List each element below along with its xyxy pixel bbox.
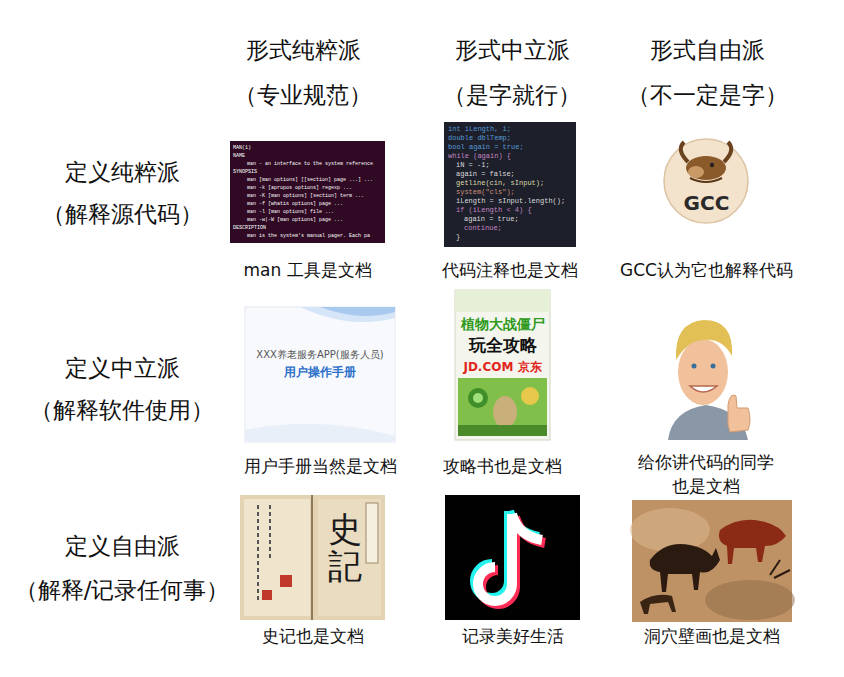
column-header: （是字就行） [443, 80, 581, 110]
tiktok-logo [445, 495, 580, 620]
printed-line: man -k [apropos options] regexp ... [247, 184, 352, 192]
picture-cell: int iLength, i;double dblTemp;bool again… [440, 122, 580, 282]
printed-line: } [456, 233, 460, 242]
printed-line: man [man options] [[section] page ...] .… [247, 176, 373, 184]
cell-caption: GCC认为它也解释代码 [620, 258, 793, 282]
printed-line: again = true; [464, 215, 519, 224]
printed-line: NAME [233, 152, 245, 160]
printed-line: iN = -1; [456, 161, 490, 170]
cell-caption: 记录美好生活 [462, 624, 564, 648]
picture-frame [632, 500, 792, 622]
picture-text: 用户操作手册 [245, 365, 395, 379]
picture-frame: XXX养老服务APP(服务人员) 用户操作手册 [245, 307, 395, 442]
code-screen [444, 122, 576, 247]
row-header: （解释软件使用） [30, 395, 214, 425]
printed-line: system("cls"); [456, 188, 515, 197]
picture-frame [660, 302, 752, 440]
picture-cell: 记录美好生活 [443, 495, 582, 648]
printed-line: getline(cin, sInput); [456, 179, 544, 188]
printed-line: continue; [464, 224, 502, 233]
terminal-screen [230, 141, 385, 243]
printed-line: man -w|-W [man options] page ... [247, 216, 343, 224]
manual-cover [245, 307, 395, 442]
printed-line: man - an interface to the system referen… [247, 160, 373, 168]
picture-cell: 史記史记也是文档 [238, 495, 387, 648]
row-header: 定义自由派 [65, 531, 180, 561]
cell-caption: 史记也是文档 [262, 624, 364, 648]
picture-frame: 植物大战僵尸玩全攻略 JD.COM 京东 [455, 290, 550, 440]
printed-line: man -K [man options] [section] term ... [247, 192, 364, 200]
printed-line: bool again = true; [448, 143, 524, 152]
picture-cell: GCC GCC认为它也解释代码 [618, 134, 795, 282]
printed-line: int iLength, i; [448, 125, 511, 134]
picture-text: 史記 [328, 511, 362, 586]
column-header: 形式纯粹派 [246, 35, 361, 65]
picture-cell: 给你讲代码的同学 也是文档 [629, 302, 783, 498]
column-header: 形式中立派 [455, 35, 570, 65]
row-header: 定义纯粹派 [65, 157, 180, 187]
cell-caption: 代码注释也是文档 [442, 258, 578, 282]
row-header: 定义中立派 [65, 353, 180, 383]
picture-frame [445, 495, 580, 620]
row-header: （解释/记录任何事） [15, 575, 230, 605]
smiling-person-photo [660, 302, 752, 440]
printed-line: while (again) { [448, 152, 511, 161]
column-header: （专业规范） [234, 80, 372, 110]
row-header: （解释源代码） [42, 199, 203, 229]
cave-painting [630, 500, 795, 622]
picture-text: 玩全攻略 [455, 335, 550, 355]
picture-text: XXX养老服务APP(服务人员) [245, 349, 395, 361]
column-header: （不一定是字） [627, 80, 788, 110]
picture-text: JD.COM 京东 [455, 360, 550, 374]
printed-line: DESCRIPTION [233, 224, 266, 232]
picture-frame: GCC [665, 134, 748, 228]
cell-caption: 用户手册当然是文档 [244, 454, 397, 478]
printed-line: SYNOPSIS [233, 168, 257, 176]
printed-line: man -f [whatis options] page ... [247, 200, 343, 208]
cell-caption: 给你讲代码的同学 也是文档 [631, 450, 781, 498]
printed-line: iLength = sInput.length(); [456, 197, 565, 206]
printed-line: man is the system's manual pager. Each p… [247, 232, 370, 240]
cell-caption: 洞穴壁画也是文档 [644, 624, 780, 648]
picture-cell: 洞穴壁画也是文档 [630, 500, 794, 648]
book-cover [455, 290, 550, 440]
shiji-book [240, 495, 385, 620]
cell-caption: 攻略书也是文档 [443, 454, 562, 478]
picture-frame: MAN(1)NAMEman - an interface to the syst… [230, 141, 385, 243]
cell-caption: man 工具是文档 [243, 258, 371, 282]
picture-cell: XXX养老服务APP(服务人员) 用户操作手册用户手册当然是文档 [242, 307, 399, 478]
picture-text: 植物大战僵尸 [455, 316, 550, 333]
picture-cell: MAN(1)NAMEman - an interface to the syst… [228, 141, 387, 282]
printed-line: MAN(1) [233, 144, 251, 152]
printed-line: again = false; [456, 170, 515, 179]
picture-cell: 植物大战僵尸玩全攻略 JD.COM 京东攻略书也是文档 [441, 290, 564, 478]
printed-line: if (iLength < 4) { [456, 206, 532, 215]
printed-line: double dblTemp; [448, 134, 511, 143]
picture-text: GCC [665, 191, 748, 215]
picture-frame: 史記 [240, 495, 385, 620]
picture-frame: int iLength, i;double dblTemp;bool again… [444, 122, 576, 247]
printed-line: man -l [man options] file ... [247, 208, 334, 216]
gcc-logo [664, 139, 748, 223]
column-header: 形式自由派 [650, 35, 765, 65]
